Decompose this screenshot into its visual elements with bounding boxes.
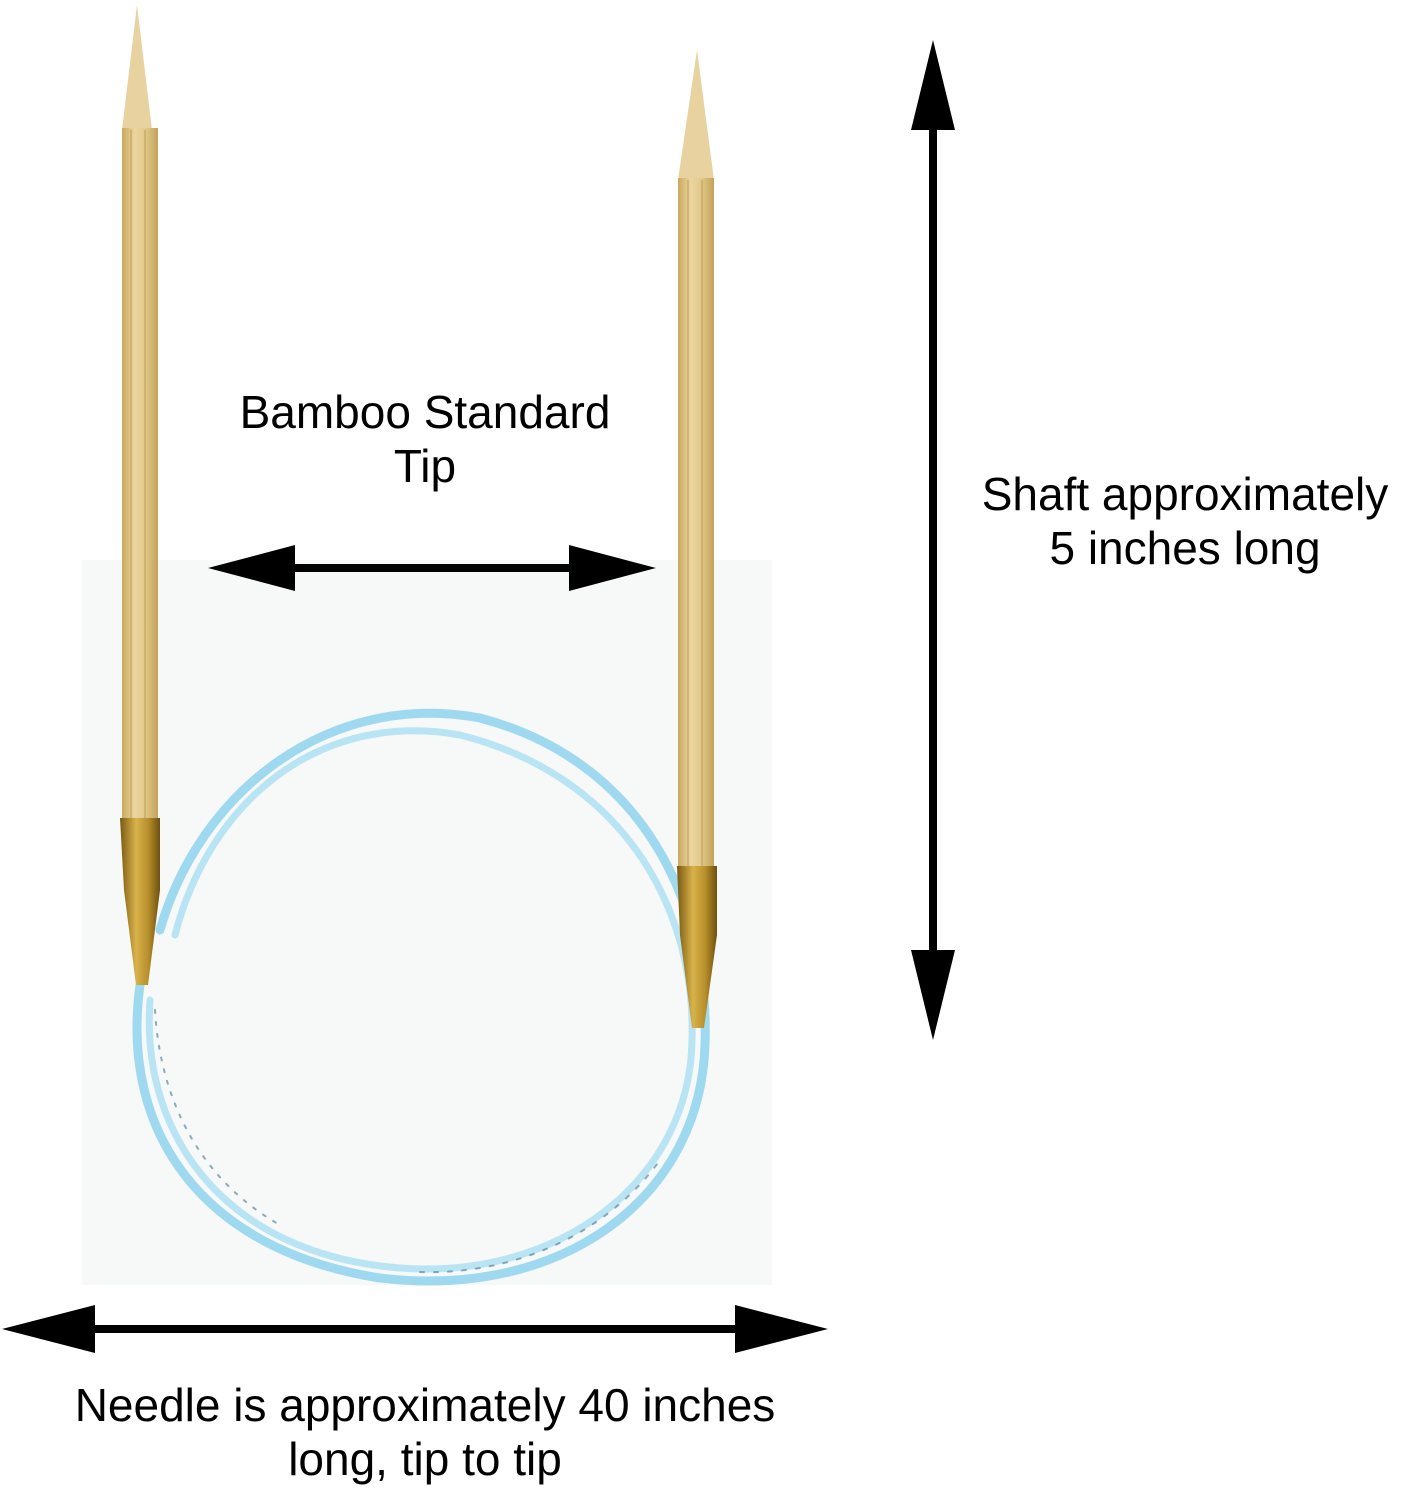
tip-label-line2: Tip <box>393 440 457 493</box>
shaft-arrow <box>911 40 955 1040</box>
needle-length-label-line2: long, tip to tip <box>288 1433 562 1486</box>
tip-label-line1: Bamboo Standard <box>239 386 611 438</box>
right-needle <box>677 50 717 1028</box>
tip-label: Bamboo Standard Tip <box>190 385 660 494</box>
needle-cable <box>132 708 710 1286</box>
tip-arrow <box>208 545 656 591</box>
left-needle <box>120 5 160 985</box>
shaft-label-line1: Shaft approximately <box>981 468 1389 520</box>
needle-length-label: Needle is approximately 40 inches long, … <box>0 1378 850 1487</box>
length-arrow <box>2 1305 828 1353</box>
shaft-label: Shaft approximately 5 inches long <box>950 467 1420 576</box>
needle-length-label-line1: Needle is approximately 40 inches <box>74 1379 776 1431</box>
shaft-label-line2: 5 inches long <box>1049 522 1321 575</box>
